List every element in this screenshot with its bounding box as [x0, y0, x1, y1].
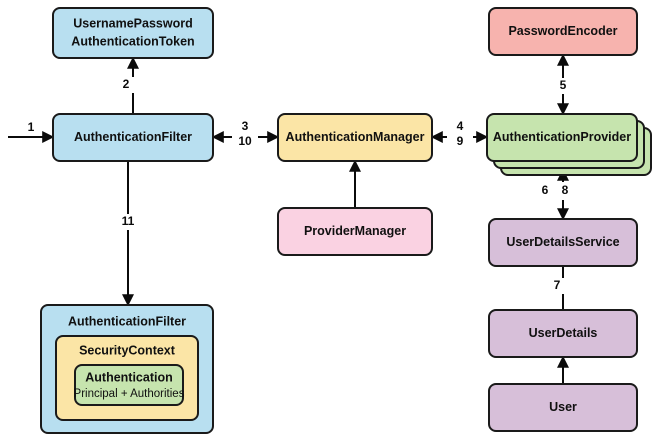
password-encoder-node[interactable]: PasswordEncoder — [488, 7, 638, 56]
user-details-node[interactable]: UserDetails — [488, 309, 638, 358]
authentication-filter-node[interactable]: AuthenticationFilter — [52, 113, 214, 162]
user-node-shape[interactable] — [488, 383, 638, 432]
provider-manager-node[interactable]: ProviderManager — [277, 207, 433, 256]
user-details-service-node-label: UserDetailsService — [506, 235, 619, 249]
authentication-filter-context-group: AuthenticationFilterSecurityContextAuthe… — [40, 304, 214, 434]
edge-manager-provider-label-group: 49 — [447, 118, 473, 148]
nodes-layer: UsernamePasswordAuthenticationTokenAuthe… — [52, 7, 652, 432]
edge-filter-manager-label-group: 310 — [232, 118, 258, 148]
edge-provider-encoder-label-backing — [554, 78, 572, 94]
authentication-manager-node-shape[interactable] — [277, 113, 433, 162]
authentication-node-sublabel: Principal + Authorities — [74, 388, 185, 400]
username-password-authentication-token-node-label-line1: UsernamePassword — [73, 16, 193, 30]
edge-manager-provider-label-backing — [447, 118, 473, 146]
edge-request-in-label-group: 1 — [22, 120, 40, 136]
authentication-provider-node-label: AuthenticationProvider — [493, 130, 631, 144]
user-details-node-shape[interactable] — [488, 309, 638, 358]
password-encoder-node-label: PasswordEncoder — [508, 24, 617, 38]
edge-filter-to-security-context-label-11: 11 — [122, 214, 135, 228]
username-password-authentication-token-node-shape[interactable] — [52, 7, 214, 59]
authentication-filter-outer-node-label: AuthenticationFilter — [68, 314, 186, 328]
user-details-service-node-shape[interactable] — [488, 218, 638, 267]
edge-filter-manager-label-3: 3 — [242, 119, 249, 133]
authentication-filter-node-label: AuthenticationFilter — [74, 130, 192, 144]
edge-filter-to-token-label-backing — [117, 77, 135, 93]
edge-user-details-service-to-user-details-label-backing — [548, 278, 566, 294]
security-context-node-label: SecurityContext — [79, 343, 176, 357]
edge-provider-user-details-service-label-backing — [537, 182, 573, 200]
edge-filter-manager-label-backing — [232, 118, 258, 146]
user-details-service-node[interactable]: UserDetailsService — [488, 218, 638, 267]
provider-manager-node-label: ProviderManager — [304, 224, 406, 238]
edge-filter-to-token-label-group: 2 — [117, 77, 135, 93]
authentication-manager-node-label: AuthenticationManager — [286, 130, 425, 144]
edge-provider-encoder-label-5: 5 — [560, 78, 567, 92]
user-node[interactable]: User — [488, 383, 638, 432]
edge-filter-to-security-context-label-group: 11 — [119, 214, 137, 230]
edge-request-in-label-backing — [22, 120, 40, 136]
user-details-node-label: UserDetails — [529, 326, 598, 340]
edge-provider-user-details-service-label-6: 6 — [542, 183, 549, 197]
edge-user-details-service-to-user-details-label-group: 7 — [548, 278, 566, 294]
edge-filter-to-token-label-2: 2 — [123, 77, 130, 91]
edge-filter-manager-label-10: 10 — [238, 134, 252, 148]
edge-provider-encoder-label-group: 5 — [554, 78, 572, 94]
authentication-manager-node[interactable]: AuthenticationManager — [277, 113, 433, 162]
user-node-label: User — [549, 400, 577, 414]
edge-manager-provider-label-4: 4 — [457, 119, 464, 133]
authentication-provider-node[interactable]: AuthenticationProvider — [486, 113, 652, 176]
password-encoder-node-shape[interactable] — [488, 7, 638, 56]
authentication-provider-node-shape[interactable] — [486, 113, 638, 162]
authentication-node-shape[interactable] — [74, 364, 184, 406]
authentication-filter-node-shape[interactable] — [52, 113, 214, 162]
authentication-node-label: Authentication — [85, 370, 173, 384]
edge-provider-user-details-service-label-8: 8 — [562, 183, 569, 197]
edge-request-in-label-1: 1 — [28, 120, 35, 134]
username-password-authentication-token-node-label-line2: AuthenticationToken — [71, 34, 194, 48]
edge-user-details-service-to-user-details-label-7: 7 — [554, 278, 561, 292]
nested-group-layer: AuthenticationFilterSecurityContextAuthe… — [40, 304, 214, 434]
edge-filter-to-security-context-label-backing — [119, 214, 137, 230]
edge-manager-provider-label-9: 9 — [457, 134, 464, 148]
provider-manager-node-shape[interactable] — [277, 207, 433, 256]
